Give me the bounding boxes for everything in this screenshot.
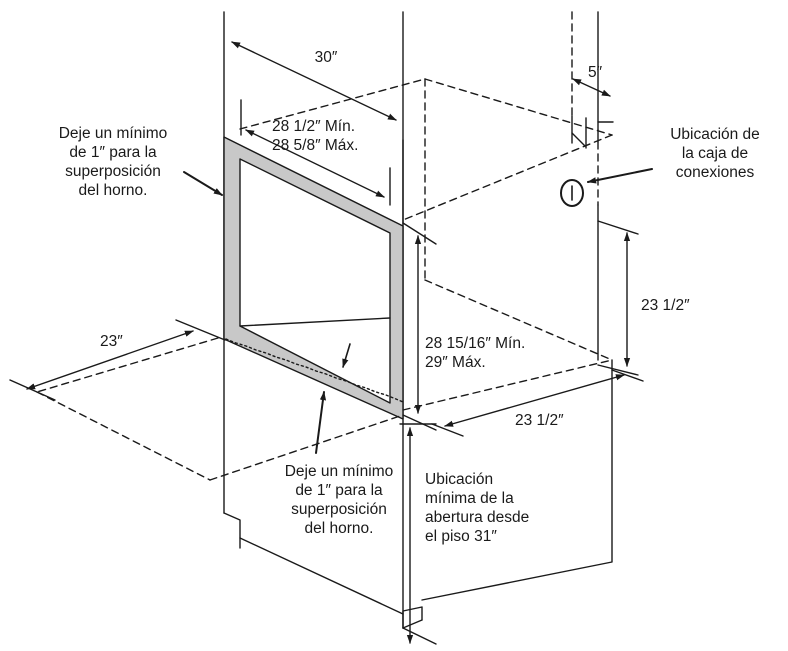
label-depth-23: 23″ — [100, 333, 123, 350]
frame-inner-opening — [240, 159, 390, 403]
opening-back-edge — [240, 318, 390, 326]
label-overlap-top: Deje un mínimo de 1″ para la superposici… — [58, 125, 168, 199]
dimension-lines — [10, 42, 643, 644]
label-floor-location: Ubicación mínima de la abertura desde el… — [425, 471, 530, 545]
leader-arrows — [184, 169, 652, 453]
frame-bottom-texture — [226, 339, 403, 402]
label-height-23-half: 23 1/2″ — [641, 297, 690, 314]
label-depth-23-half: 23 1/2″ — [515, 412, 564, 429]
label-opening-width: 28 1/2″ Mín. 28 5/8″ Máx. — [272, 118, 359, 154]
junction-box — [560, 179, 584, 207]
label-width-30: 30″ — [314, 49, 338, 66]
label-offset-5: 5″ — [588, 64, 603, 81]
oven-opening-frame — [224, 137, 403, 419]
label-overlap-bottom: Deje un mínimo de 1″ para la superposici… — [284, 463, 394, 537]
label-junction-box: Ubicación de la caja de conexiones — [670, 126, 760, 181]
label-opening-height: 28 15/16″ Mín. 29″ Máx. — [425, 335, 526, 371]
